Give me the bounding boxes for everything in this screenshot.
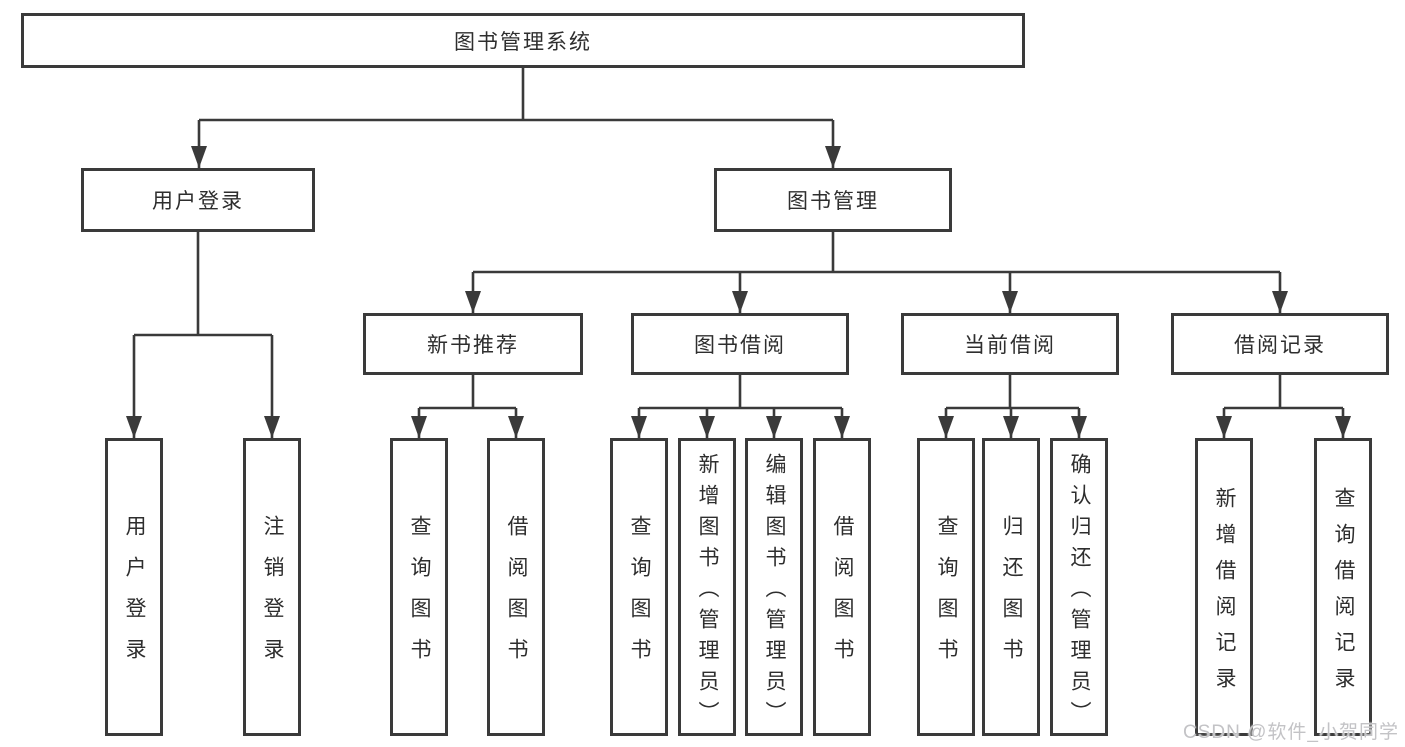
- node-label: 新增借阅记录: [1213, 486, 1236, 703]
- node-label: 借阅图书: [831, 515, 854, 679]
- node-leaf-nbr-borrow-book: 借阅图书: [487, 438, 545, 736]
- node-group-current-borrow: 当前借阅: [901, 313, 1119, 375]
- node-leaf-bb-edit-book-admin: 编辑图书（管理员）: [745, 438, 803, 736]
- node-label: 新增图书（管理员）: [696, 452, 719, 732]
- node-label: 图书管理: [787, 190, 879, 213]
- node-label: 查询借阅记录: [1332, 486, 1355, 703]
- node-label: 图书管理系统: [454, 30, 592, 54]
- node-label: 查询图书: [628, 515, 651, 679]
- node-label: 借阅图书: [505, 515, 528, 679]
- node-leaf-user-login: 用户登录: [105, 438, 163, 736]
- node-label: 归还图书: [1000, 515, 1023, 679]
- node-leaf-br-add-record: 新增借阅记录: [1195, 438, 1253, 736]
- node-label: 查询图书: [935, 515, 958, 679]
- node-label: 图书借阅: [694, 334, 786, 357]
- node-leaf-logout: 注销登录: [243, 438, 301, 736]
- node-label: 当前借阅: [964, 334, 1056, 357]
- node-label: 注销登录: [261, 515, 284, 679]
- node-leaf-cb-confirm-return-admin: 确认归还（管理员）: [1050, 438, 1108, 736]
- node-label: 用户登录: [152, 190, 244, 213]
- node-branch-book-management: 图书管理: [714, 168, 952, 232]
- node-leaf-cb-query-book: 查询图书: [917, 438, 975, 736]
- node-leaf-bb-query-book: 查询图书: [610, 438, 668, 736]
- node-label: 借阅记录: [1234, 334, 1326, 357]
- node-label: 确认归还（管理员）: [1068, 452, 1091, 732]
- node-label: 查询图书: [408, 515, 431, 679]
- csdn-watermark: CSDN @软件_小贺同学: [1183, 722, 1399, 743]
- node-label: 新书推荐: [427, 334, 519, 357]
- node-group-book-borrow: 图书借阅: [631, 313, 849, 375]
- node-group-borrow-record: 借阅记录: [1171, 313, 1389, 375]
- node-leaf-bb-borrow-book: 借阅图书: [813, 438, 871, 736]
- node-leaf-bb-add-book-admin: 新增图书（管理员）: [678, 438, 736, 736]
- node-leaf-nbr-query-book: 查询图书: [390, 438, 448, 736]
- node-root-library-system: 图书管理系统: [21, 13, 1025, 68]
- node-group-new-book-recommend: 新书推荐: [363, 313, 583, 375]
- node-label: 编辑图书（管理员）: [763, 452, 786, 732]
- node-label: 用户登录: [123, 515, 146, 679]
- node-leaf-cb-return-book: 归还图书: [982, 438, 1040, 736]
- node-leaf-br-query-record: 查询借阅记录: [1314, 438, 1372, 736]
- node-branch-user-login: 用户登录: [81, 168, 315, 232]
